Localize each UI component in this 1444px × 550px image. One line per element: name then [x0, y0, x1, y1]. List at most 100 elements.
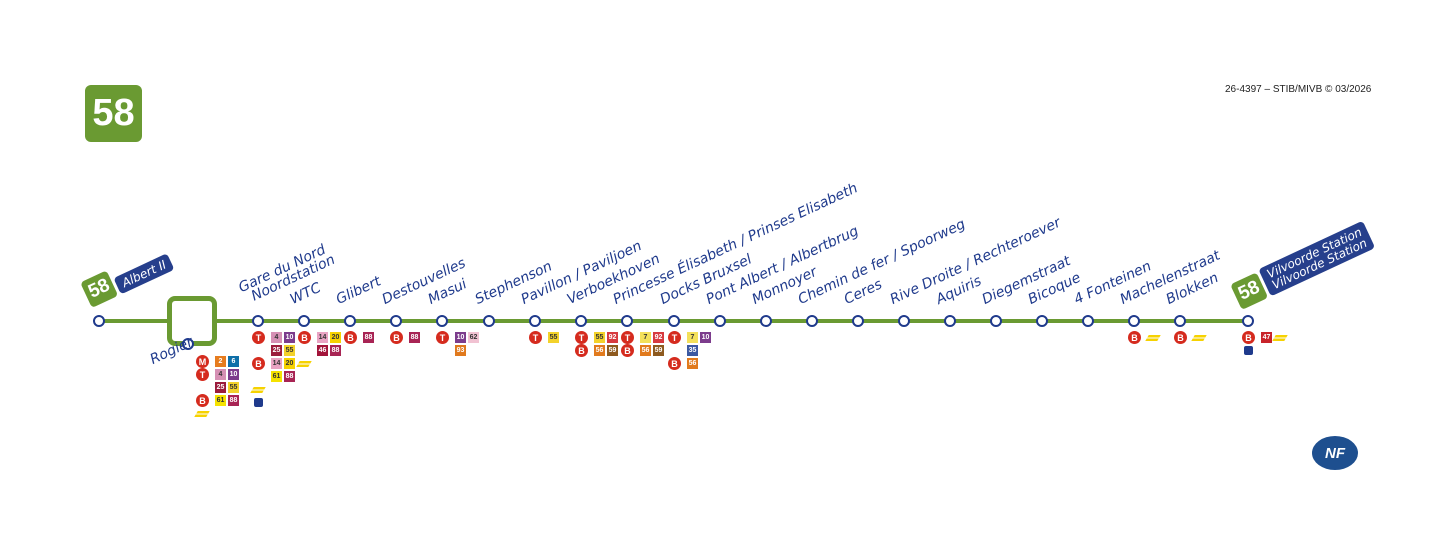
stop[interactable] — [806, 315, 818, 327]
line-badge-56[interactable]: 56 — [594, 345, 605, 356]
stop[interactable] — [252, 315, 264, 327]
line-badge-92[interactable]: 92 — [607, 332, 618, 343]
line-badge-25[interactable]: 25 — [215, 382, 226, 393]
line-number-badge: 58 — [85, 85, 142, 142]
line-badge-56[interactable]: 56 — [640, 345, 651, 356]
mode-T-icon: T — [252, 331, 265, 344]
stop[interactable] — [990, 315, 1002, 327]
line-badge-4[interactable]: 4 — [215, 369, 226, 380]
line-badge-10[interactable]: 10 — [455, 332, 466, 343]
mode-B-icon: B — [344, 331, 357, 344]
line-badge-88[interactable]: 88 — [363, 332, 374, 343]
stop[interactable] — [714, 315, 726, 327]
stop[interactable] — [621, 315, 633, 327]
line-badge-14[interactable]: 14 — [317, 332, 328, 343]
stop[interactable] — [1082, 315, 1094, 327]
line-badge-55[interactable]: 55 — [284, 345, 295, 356]
line-badge-10[interactable]: 10 — [700, 332, 711, 343]
line-badge-7[interactable]: 7 — [640, 332, 651, 343]
stop[interactable] — [483, 315, 495, 327]
line-badge-88[interactable]: 88 — [409, 332, 420, 343]
line-badge-55[interactable]: 55 — [548, 332, 559, 343]
line-badge-2[interactable]: 2 — [215, 356, 226, 367]
line-badge-62[interactable]: 62 — [468, 332, 479, 343]
line-badge-93[interactable]: 93 — [455, 345, 466, 356]
line-badge-61[interactable]: 61 — [215, 395, 226, 406]
connection-row — [296, 358, 341, 369]
stop[interactable] — [1128, 315, 1140, 327]
train-icon — [1191, 334, 1207, 341]
line-badge-55[interactable]: 55 — [594, 332, 605, 343]
mode-T-icon: T — [196, 368, 209, 381]
line-badge-20[interactable]: 20 — [330, 332, 341, 343]
stop[interactable] — [575, 315, 587, 327]
line-badge-35[interactable]: 35 — [687, 345, 698, 356]
connection-row: B — [1128, 331, 1161, 344]
train-icon — [194, 410, 210, 417]
train-icon — [1272, 334, 1288, 341]
mode-B-icon: B — [621, 344, 634, 357]
mode-M-icon: M — [196, 355, 209, 368]
stop[interactable] — [1036, 315, 1048, 327]
line-badge-6[interactable]: 6 — [228, 356, 239, 367]
line-badge-59[interactable]: 59 — [653, 345, 664, 356]
line-badge-20[interactable]: 20 — [284, 358, 295, 369]
line-badge-88[interactable]: 88 — [228, 395, 239, 406]
stop[interactable] — [852, 315, 864, 327]
stop[interactable] — [529, 315, 541, 327]
line-badge-56[interactable]: 56 — [687, 358, 698, 369]
line-badge-46[interactable]: 46 — [317, 345, 328, 356]
connection-row — [252, 397, 295, 408]
stop[interactable] — [898, 315, 910, 327]
stop[interactable] — [390, 315, 402, 327]
mode-T-icon: T — [668, 331, 681, 344]
connection-row — [194, 408, 239, 419]
stop[interactable] — [1242, 315, 1254, 327]
stop[interactable] — [344, 315, 356, 327]
mode-B-icon: B — [1174, 331, 1187, 344]
line-badge-25[interactable]: 25 — [271, 345, 282, 356]
line-badge-88[interactable]: 88 — [284, 371, 295, 382]
station-label[interactable]: Glibert — [333, 273, 384, 308]
station-name: Glibert — [333, 273, 384, 308]
line-badge-14[interactable]: 14 — [271, 358, 282, 369]
line-badge-92[interactable]: 92 — [653, 332, 664, 343]
connections: B — [1174, 331, 1207, 344]
line-badge-55[interactable]: 55 — [228, 382, 239, 393]
line-badge-88[interactable]: 88 — [330, 345, 341, 356]
stop[interactable] — [760, 315, 772, 327]
stop-albert-ii[interactable] — [93, 315, 105, 327]
line-badge-4[interactable]: 4 — [271, 332, 282, 343]
stop[interactable] — [1174, 315, 1186, 327]
stop[interactable] — [668, 315, 680, 327]
line-badge-7[interactable]: 7 — [687, 332, 698, 343]
stop[interactable] — [436, 315, 448, 327]
connection-row: 93 — [436, 345, 479, 356]
connections: B — [1128, 331, 1161, 344]
line-badge-61[interactable]: 61 — [271, 371, 282, 382]
stop[interactable] — [298, 315, 310, 327]
terminus-start[interactable]: 58 Albert II — [80, 244, 175, 308]
train-icon — [296, 360, 312, 367]
stop[interactable] — [944, 315, 956, 327]
line-badge-47[interactable]: 47 — [1261, 332, 1272, 343]
line-badge-10[interactable]: 10 — [228, 369, 239, 380]
line-badge-59[interactable]: 59 — [607, 345, 618, 356]
park-and-ride-icon — [254, 398, 263, 407]
line-badge-10[interactable]: 10 — [284, 332, 295, 343]
stop[interactable] — [182, 338, 194, 350]
mode-B-icon: B — [252, 357, 265, 370]
